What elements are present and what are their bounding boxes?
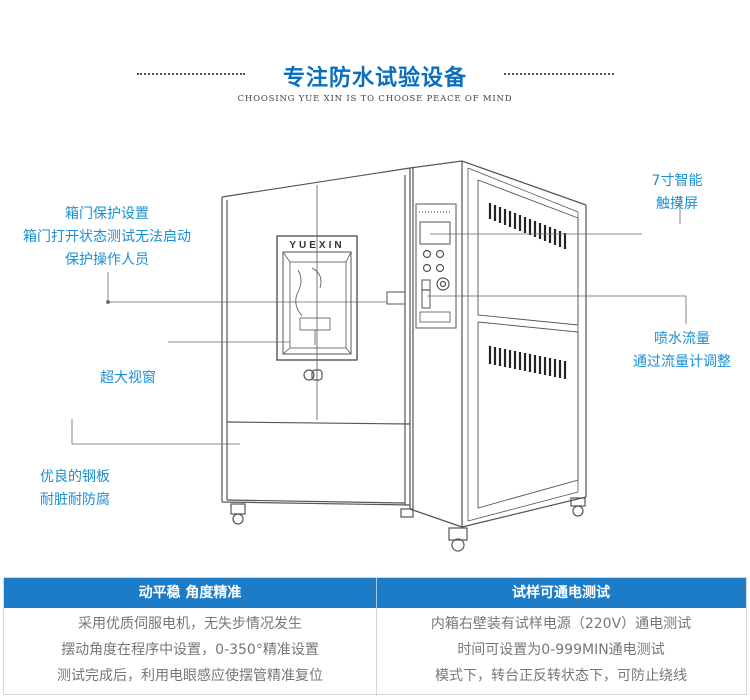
feature-right-line-3: 模式下，转台正反转状态下，可防止绕线	[435, 668, 687, 684]
callout-door-protection: 箱门保护设置 箱门打开状态测试无法启动 保护操作人员	[0, 203, 214, 272]
page-title: 专注防水试验设备	[282, 66, 467, 91]
callout-leaders	[71, 196, 687, 445]
callout-steel-plate: 优良的钢板 耐脏耐防腐	[27, 466, 123, 512]
callout-door-line-1: 箱门保护设置	[65, 206, 149, 222]
callout-flow-line-1: 喷水流量	[654, 331, 710, 347]
callout-window-line-1: 超大视窗	[100, 370, 156, 386]
callout-steel-line-2: 耐脏耐防腐	[40, 492, 110, 508]
side-vent-upper	[488, 203, 567, 249]
side-vent-lower	[488, 346, 567, 379]
title-dotted-line-left	[137, 73, 245, 75]
viewing-window	[276, 235, 358, 361]
title-dotted-line-right	[504, 73, 614, 75]
feature-left-line-2: 摆动角度在程序中设置，0-350°精准设置	[61, 642, 319, 658]
control-panel	[415, 203, 457, 329]
door-lock-switch	[386, 291, 406, 305]
feature-title-right: 试样可通电测试	[512, 585, 610, 601]
feature-body-right: 内箱右壁装有试样电源（220V）通电测试 时间可设置为0-999MIN通电测试 …	[376, 611, 746, 689]
body-divider	[376, 608, 377, 696]
page-header: 专注防水试验设备 CHOOSING YUE XIN IS TO CHOOSE P…	[0, 52, 750, 112]
feature-body-left: 采用优质伺服电机，无失步情况发生 摆动角度在程序中设置，0-350°精准设置 测…	[4, 611, 376, 689]
header-divider	[376, 578, 377, 608]
callout-touchscreen: 7寸智能 触摸屏	[636, 170, 718, 216]
caster-wheels	[230, 497, 586, 552]
callout-touchscreen-line-2: 触摸屏	[656, 196, 698, 212]
feature-left-line-1: 采用优质伺服电机，无失步情况发生	[78, 616, 302, 632]
callout-flow-line-2: 通过流量计调整	[633, 354, 731, 370]
feature-left-line-3: 测试完成后，利用电眼感应使摆管精准复位	[57, 668, 323, 684]
page-subtitle: CHOOSING YUE XIN IS TO CHOOSE PEACE OF M…	[237, 94, 513, 104]
cabinet-body	[221, 160, 587, 528]
callout-spray-flow: 喷水流量 通过流量计调整	[620, 328, 744, 374]
callout-door-line-3: 保护操作人员	[65, 252, 149, 268]
feature-right-line-1: 内箱右壁装有试样电源（220V）通电测试	[430, 616, 692, 632]
feature-title-left: 动平稳 角度精准	[138, 585, 242, 601]
callout-door-line-2: 箱门打开状态测试无法启动	[23, 229, 191, 245]
callout-touchscreen-line-1: 7寸智能	[651, 173, 703, 189]
callout-steel-line-1: 优良的钢板	[40, 469, 110, 485]
brand-label: YUEXIN	[289, 240, 344, 251]
door-knob	[303, 369, 323, 381]
feature-right-line-2: 时间可设置为0-999MIN通电测试	[457, 642, 665, 658]
test-chamber-illustration: YUEXIN	[71, 160, 687, 552]
callout-large-window: 超大视窗	[88, 367, 168, 390]
feature-table: 动平稳 角度精准 试样可通电测试 采用优质伺服电机，无失步情况发生 摆动角度在程…	[3, 577, 747, 696]
feature-table-header: 动平稳 角度精准 试样可通电测试	[4, 578, 746, 608]
